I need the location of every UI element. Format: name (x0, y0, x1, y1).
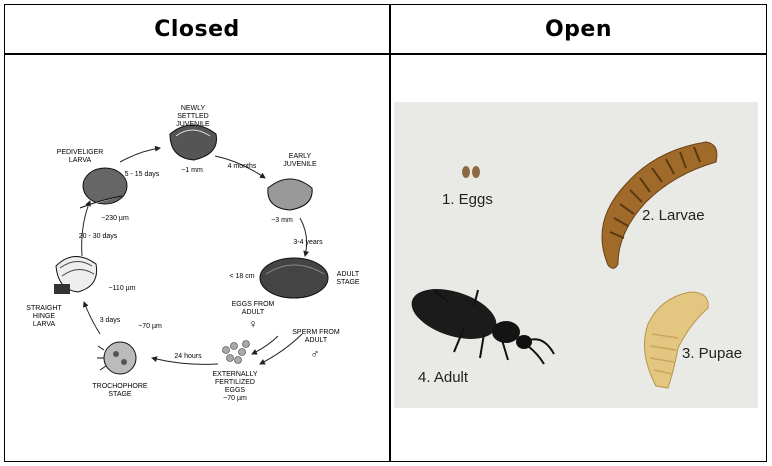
trochophore-icon (97, 342, 136, 374)
adult-clam-icon (260, 258, 328, 298)
newly-settled-label-1: NEWLY (181, 105, 206, 112)
header-divider (5, 53, 766, 55)
pupae-label: 3. Pupae (682, 345, 742, 362)
pediveliger-label-1: PEDIVELIGER (57, 149, 104, 156)
straight-hinge-label-1: STRAIGHT (26, 305, 62, 312)
trochophore-size: ~70 µm (138, 323, 162, 330)
pediveliger-larva-icon (80, 168, 127, 208)
fertilized-eggs-label-1: EXTERNALLY (213, 371, 258, 378)
beetle-life-cycle-photo: 1. Eggs 2. Larvae 4. Adu (394, 102, 758, 408)
newly-settled-size: ~1 mm (181, 167, 203, 174)
early-juvenile-size: ~3 mm (271, 217, 293, 224)
arrow-label-3-days: 3 days (100, 317, 121, 324)
column-divider (389, 5, 391, 461)
arrow-label-20-30-days: 20 - 30 days (79, 233, 118, 240)
fertilized-eggs-label-2: FERTILIZED (215, 379, 255, 386)
larvae-label: 2. Larvae (642, 207, 705, 224)
arrow-label-5-15-days: 5 - 15 days (125, 171, 160, 178)
sperm-from-adult-label-1: SPERM FROM (292, 329, 340, 336)
clam-life-cycle-diagram: NEWLY SETTLED JUVENILE ~1 mm PEDIVELIGER… (20, 96, 370, 416)
eggs-from-adult-label-1: EGGS FROM (232, 301, 275, 308)
straight-hinge-larva-icon (54, 256, 97, 294)
fertilized-eggs-icon (223, 341, 250, 364)
early-juvenile-label-2: JUVENILE (283, 161, 317, 168)
newly-settled-label-3: JUVENILE (176, 121, 210, 128)
early-juvenile-label-1: EARLY (289, 153, 312, 160)
fertilized-eggs-label-3: EGGS (225, 387, 246, 394)
straight-hinge-label-3: LARVA (33, 321, 56, 328)
pediveliger-label-2: LARVA (69, 157, 92, 164)
newly-settled-juvenile-shell-icon (170, 125, 217, 160)
pediveliger-size: ~230 µm (101, 215, 129, 222)
open-header: Open (391, 5, 766, 53)
adult-stage-label-1: ADULT (337, 271, 360, 278)
arrow-label-24-hours: 24 hours (174, 353, 202, 360)
trochophore-label-1: TROCHOPHORE (92, 383, 148, 390)
adult-label: 4. Adult (418, 369, 469, 386)
arrow-label-3-4-years: 3-4 years (293, 239, 323, 246)
adult-stage-label-2: STAGE (336, 279, 360, 286)
trochophore-label-2: STAGE (108, 391, 132, 398)
eggs-label: 1. Eggs (442, 191, 493, 208)
closed-header: Closed (5, 5, 389, 53)
sperm-from-adult-label-2: ADULT (305, 337, 328, 344)
adult-size: < 18 cm (229, 273, 254, 280)
newly-settled-label-2: SETTLED (177, 113, 209, 120)
early-juvenile-shell-icon (268, 179, 312, 210)
eggs-from-adult-label-2: ADULT (242, 309, 265, 316)
male-symbol: ♂ (311, 347, 320, 361)
straight-hinge-label-2: HINGE (33, 313, 56, 320)
female-symbol: ♀ (249, 317, 258, 331)
fertilized-eggs-size: ~70 µm (223, 395, 247, 402)
straight-hinge-size: ~110 µm (108, 285, 135, 292)
arrow-label-4-months: 4 months (228, 163, 257, 170)
